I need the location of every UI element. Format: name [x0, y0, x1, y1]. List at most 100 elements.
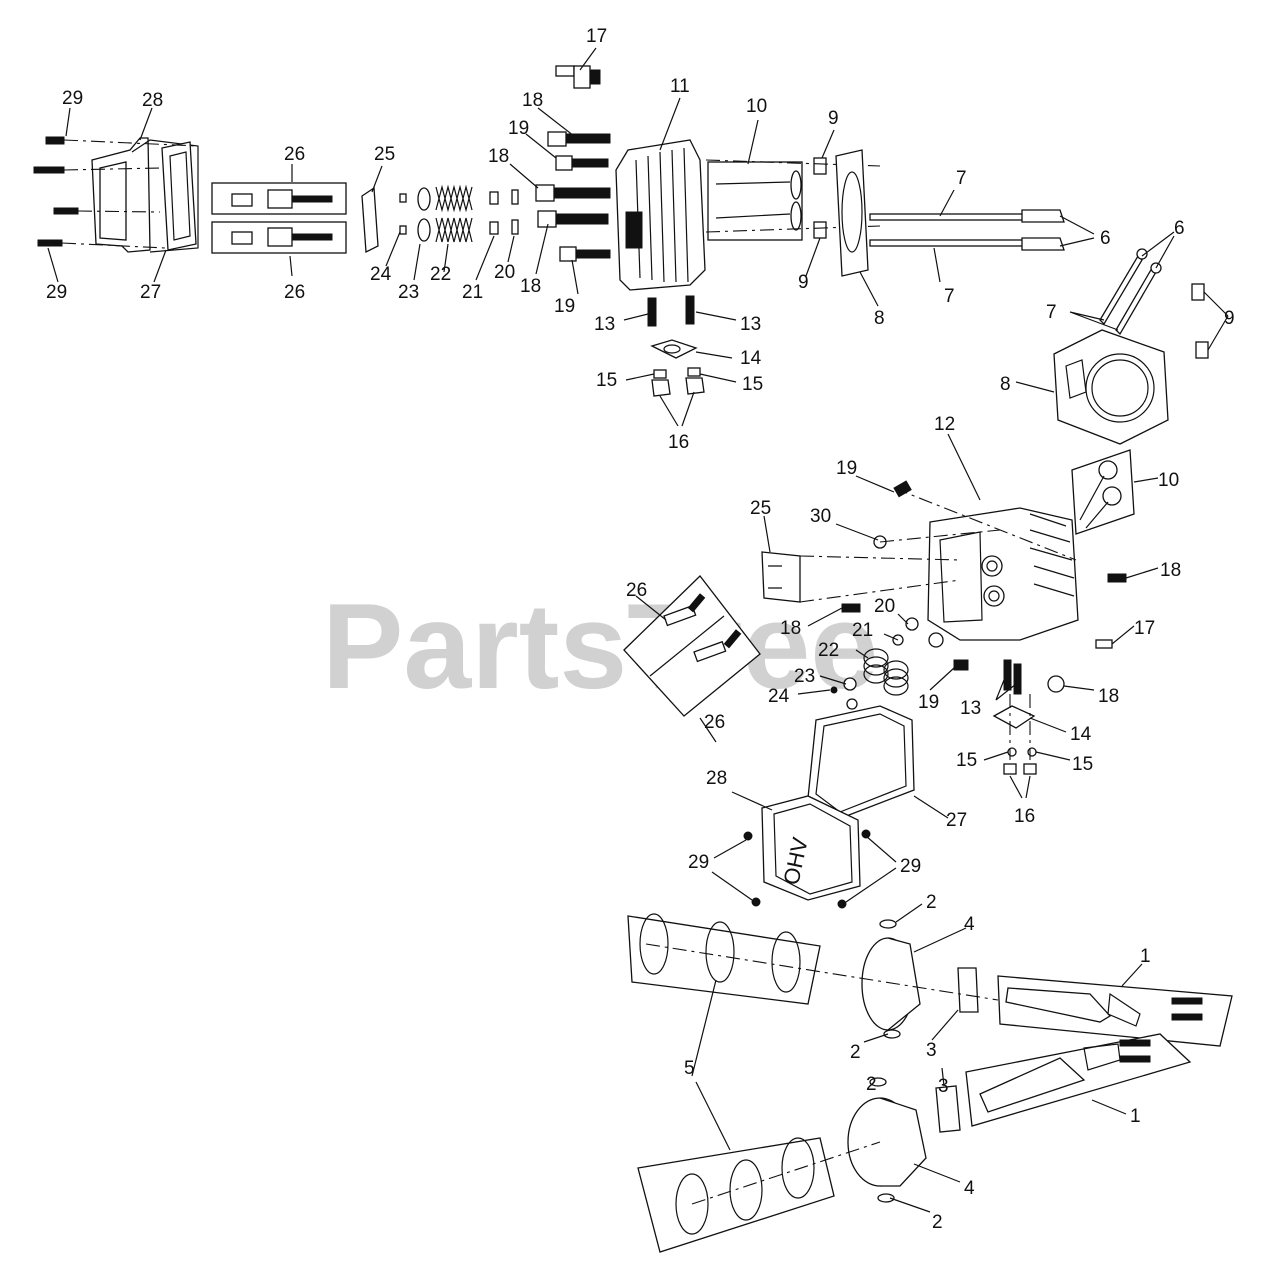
valve-spring-stack — [399, 184, 519, 243]
callout-29: 29 — [46, 282, 67, 303]
callout-13: 13 — [594, 314, 615, 335]
callout-26: 26 — [704, 712, 725, 733]
bolt-19-iso — [893, 480, 912, 498]
callout-21: 21 — [462, 282, 483, 303]
callout-30: 30 — [810, 506, 831, 527]
callout-9: 9 — [1224, 308, 1235, 329]
exhaust-parts-top — [647, 295, 705, 397]
callout-9: 9 — [798, 272, 809, 293]
callout-18: 18 — [522, 90, 543, 111]
callout-15: 15 — [956, 750, 977, 771]
callout-13: 13 — [740, 314, 761, 335]
callout-25: 25 — [374, 144, 395, 165]
callout-27: 27 — [946, 810, 967, 831]
callout-29: 29 — [62, 88, 83, 109]
callout-18: 18 — [1098, 686, 1119, 707]
callout-26: 26 — [284, 144, 305, 165]
callout-18: 18 — [1160, 560, 1181, 581]
callout-3: 3 — [938, 1076, 949, 1097]
middle-assembly: OHV — [623, 248, 1209, 909]
piston-rings-box-lower — [637, 1137, 835, 1253]
callout-20: 20 — [494, 262, 515, 283]
callout-1: 1 — [1130, 1106, 1141, 1127]
callout-13: 13 — [960, 698, 981, 719]
pushrod-guide-iso — [761, 551, 801, 603]
gasket-side-27 — [161, 141, 197, 251]
rocker-arm-box-iso — [623, 575, 761, 717]
callout-23: 23 — [794, 666, 815, 687]
callout-4: 4 — [964, 1178, 975, 1199]
upper-assembly — [33, 65, 1065, 397]
callout-4: 4 — [964, 914, 975, 935]
valve-cover-iso: OHV — [743, 795, 871, 909]
callout-14: 14 — [1070, 724, 1092, 745]
callout-19: 19 — [918, 692, 939, 713]
spark-plug-top — [555, 65, 601, 89]
pushrods-iso — [1099, 254, 1157, 336]
valve-springs-iso — [830, 617, 944, 710]
callout-2: 2 — [866, 1074, 877, 1095]
callout-5: 5 — [684, 1058, 695, 1079]
head-bolts-top — [535, 131, 611, 262]
callout-22: 22 — [818, 640, 839, 661]
callout-26: 26 — [284, 282, 305, 303]
callout-24: 24 — [370, 264, 392, 285]
callout-6: 6 — [1174, 218, 1185, 239]
leader-lines — [47, 47, 1229, 1213]
callout-18: 18 — [780, 618, 801, 639]
callout-26: 26 — [626, 580, 647, 601]
callout-3: 3 — [926, 1040, 937, 1061]
rocker-arm-box — [211, 182, 347, 254]
cylinder-head-side — [615, 139, 706, 291]
callout-8: 8 — [1000, 374, 1011, 395]
head-gasket-iso — [1053, 329, 1169, 445]
callout-6: 6 — [1100, 228, 1111, 249]
callout-15: 15 — [742, 374, 763, 395]
callout-1: 1 — [1140, 946, 1151, 967]
head-gasket-side — [835, 149, 869, 277]
callout-23: 23 — [398, 282, 419, 303]
cylinder-head-iso — [927, 507, 1079, 641]
callout-14: 14 — [740, 348, 762, 369]
callout-21: 21 — [852, 620, 873, 641]
valves-box-side — [707, 161, 803, 241]
cover-bolts-29 — [33, 136, 79, 247]
callout-2: 2 — [926, 892, 937, 913]
callout-17: 17 — [586, 26, 607, 47]
callout-22: 22 — [430, 264, 451, 285]
callout-24: 24 — [768, 686, 790, 707]
callout-19: 19 — [554, 296, 575, 317]
wrist-pin-upper — [957, 967, 979, 1013]
callout-19: 19 — [836, 458, 857, 479]
callout-28: 28 — [142, 90, 163, 111]
piston-lower — [847, 1077, 927, 1203]
callout-numbers: 29 28 29 27 26 26 25 24 23 22 21 20 18 1… — [46, 26, 1235, 1233]
pushrod-guide-25 — [361, 186, 379, 254]
pushrods-side — [869, 209, 1065, 251]
conrod-box-lower — [965, 1033, 1192, 1127]
callout-9: 9 — [828, 108, 839, 129]
callout-7: 7 — [956, 168, 967, 189]
callout-16: 16 — [668, 432, 689, 453]
lower-assembly — [627, 913, 1233, 1253]
callout-20: 20 — [874, 596, 895, 617]
callout-27: 27 — [140, 282, 161, 303]
callout-16: 16 — [1014, 806, 1035, 827]
callout-2: 2 — [850, 1042, 861, 1063]
callout-12: 12 — [934, 414, 955, 435]
callout-18: 18 — [520, 276, 541, 297]
exhaust-parts-iso — [992, 659, 1037, 775]
callout-18: 18 — [488, 146, 509, 167]
valve-cover-side — [91, 137, 199, 253]
callout-28: 28 — [706, 768, 727, 789]
wrist-pin-lower — [935, 1085, 961, 1133]
callout-15: 15 — [596, 370, 617, 391]
callout-29: 29 — [900, 856, 921, 877]
callout-11: 11 — [670, 76, 690, 97]
callout-25: 25 — [750, 498, 771, 519]
valves-box-iso — [1071, 449, 1135, 535]
conrod-box-upper — [997, 975, 1233, 1047]
piston-rings-box-upper — [627, 913, 821, 1005]
callout-10: 10 — [746, 96, 767, 117]
